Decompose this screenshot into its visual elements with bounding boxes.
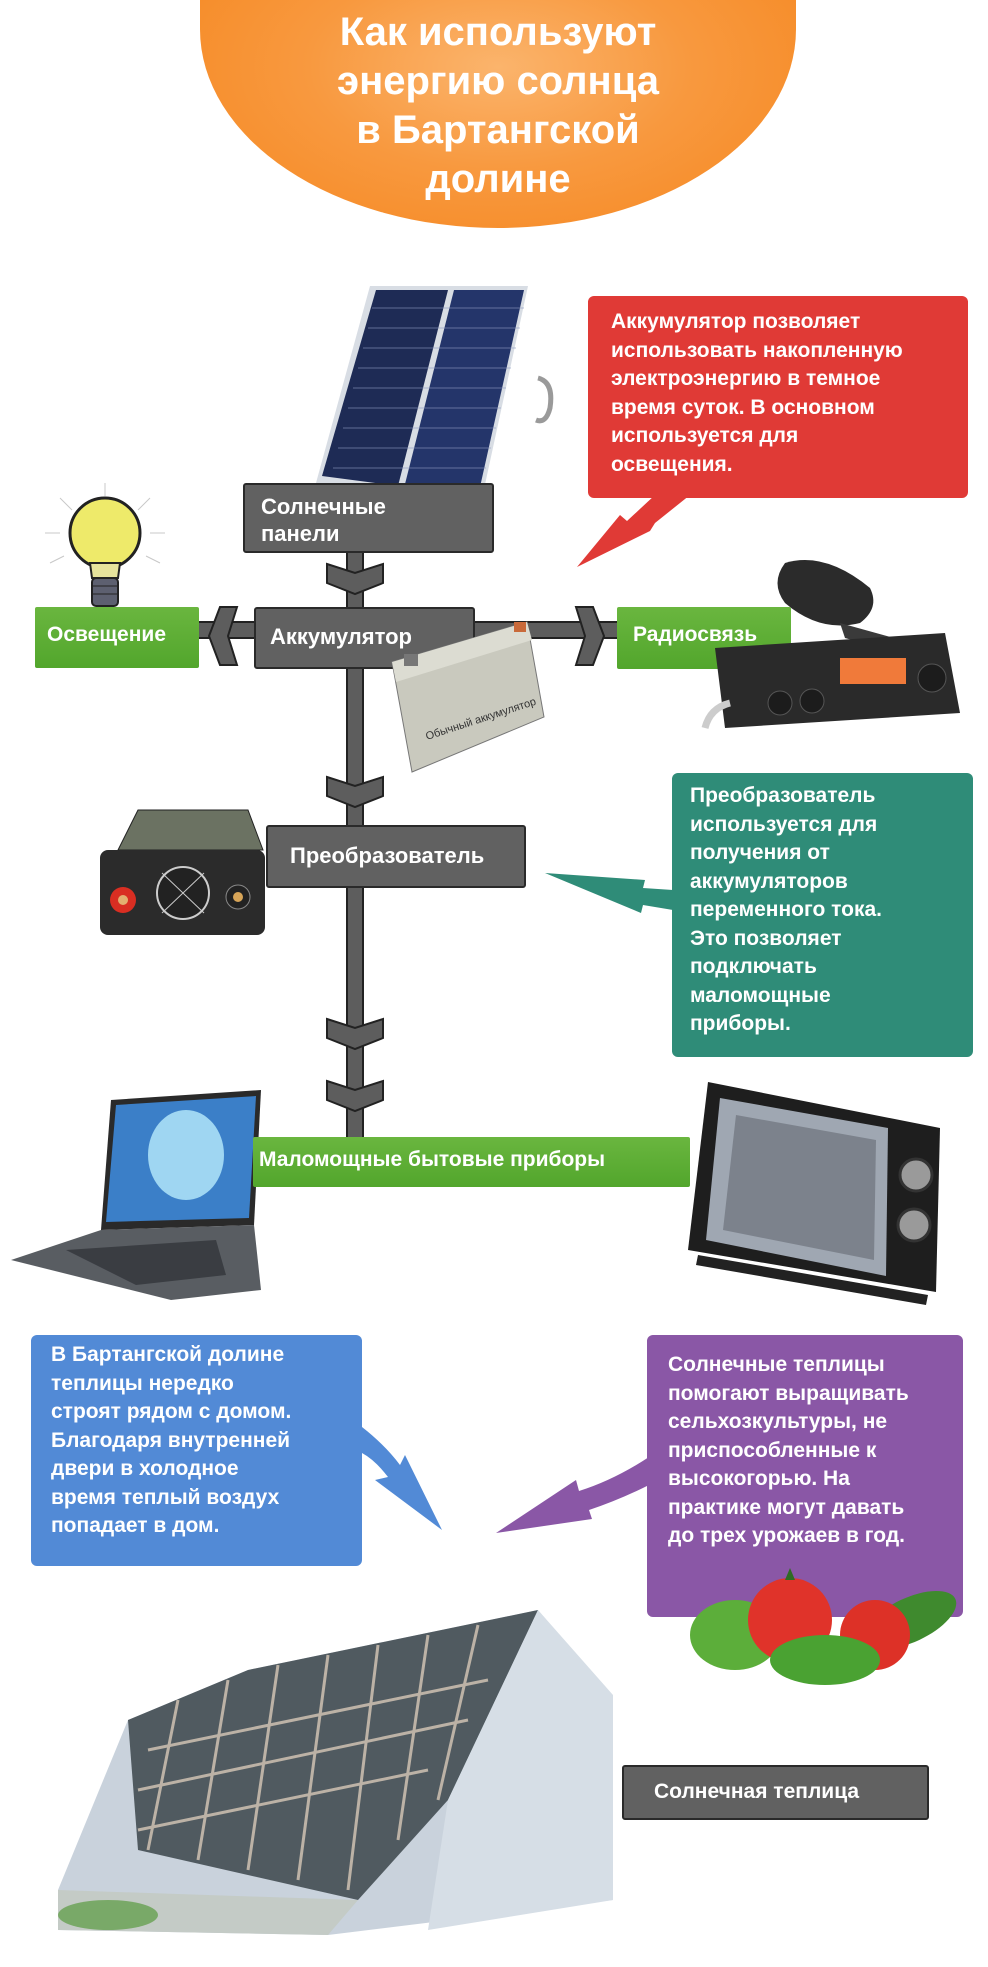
callout-line: время теплый воздух xyxy=(51,1485,280,1509)
laptop-icon xyxy=(11,1090,261,1300)
node-battery: Аккумулятор xyxy=(254,607,475,669)
flow-chevron-icon xyxy=(326,562,384,596)
radio-transceiver-icon xyxy=(701,560,960,730)
title-line: долине xyxy=(425,157,571,201)
callout-line: приспособленные к xyxy=(668,1438,877,1462)
callout-line: использовать накопленную xyxy=(611,338,903,362)
node-radio-label: Радиосвязь xyxy=(633,623,758,646)
node-inverter-label: Преобразователь xyxy=(290,843,485,868)
callout-line: переменного тока. xyxy=(690,898,882,921)
title-line: энергию солнца xyxy=(336,59,660,103)
node-lighting: Освещение xyxy=(35,607,199,668)
callout-line: время суток. В основном xyxy=(611,395,875,419)
flow-chevron-right-icon xyxy=(574,606,606,666)
node-inverter: Преобразователь xyxy=(266,825,526,888)
flow-chevron-icon xyxy=(326,775,384,809)
flow-chevron-left-icon xyxy=(207,606,239,666)
callout-line: помогают выращивать xyxy=(668,1381,909,1405)
callout-line: строят рядом с домом. xyxy=(51,1400,292,1423)
callout-line: маломощные xyxy=(690,983,831,1007)
callout-line: сельхозкультуры, не xyxy=(668,1410,888,1433)
callout-arrow-icon xyxy=(362,1427,442,1530)
callout-inverter: Преобразователь используется для получен… xyxy=(672,773,973,1057)
callout-line: попадает в дом. xyxy=(51,1514,220,1537)
page-title: Как используют энергию солнца в Бартангс… xyxy=(200,8,796,204)
node-solar-panels-label: Солнечные xyxy=(261,494,386,519)
vegetables-icon xyxy=(690,1568,957,1685)
solar-panel-icon xyxy=(316,286,554,503)
callout-line: Благодаря внутренней xyxy=(51,1428,291,1452)
node-lighting-label: Освещение xyxy=(47,623,166,646)
callout-line: получения от xyxy=(690,841,830,864)
title-line: в Бартангской xyxy=(356,108,640,152)
callout-greenhouse-crops: Солнечные теплицы помогают выращивать се… xyxy=(647,1335,963,1617)
flow-chevron-icon xyxy=(326,1017,384,1051)
callout-line: до трех урожаев в год. xyxy=(668,1524,905,1547)
callout-line: В Бартангской долине xyxy=(51,1343,285,1366)
callout-line: электроэнергию в темное xyxy=(611,367,881,390)
callout-arrow-icon xyxy=(577,495,690,567)
callout-line: используется для xyxy=(611,424,799,447)
battery-icon: Обычный аккумулятор xyxy=(391,621,545,773)
callout-arrow-icon xyxy=(545,873,673,913)
light-bulb-icon xyxy=(45,483,165,607)
callout-line: используется для xyxy=(690,812,878,836)
node-greenhouse: Солнечная теплица xyxy=(622,1765,929,1820)
callout-line: Аккумулятор позволяет xyxy=(611,310,861,333)
callout-line: высокогорью. На xyxy=(668,1467,850,1490)
callout-battery: Аккумулятор позволяет использовать накоп… xyxy=(588,296,968,498)
node-appliances-label: Маломощные бытовые приборы xyxy=(259,1148,606,1171)
callout-line: двери в холодное xyxy=(51,1457,239,1480)
node-appliances: Маломощные бытовые приборы xyxy=(253,1137,690,1187)
callout-line: Солнечные теплицы xyxy=(668,1353,885,1376)
callout-line: приборы. xyxy=(690,1012,791,1035)
callout-line: практике могут давать xyxy=(668,1495,905,1519)
title-line: Как используют xyxy=(339,10,657,54)
callout-line: теплицы нередко xyxy=(51,1371,234,1395)
node-greenhouse-label: Солнечная теплица xyxy=(654,1780,860,1803)
callout-line: аккумуляторов xyxy=(690,869,848,893)
node-solar-panels-label: панели xyxy=(261,521,340,546)
television-icon xyxy=(688,1082,940,1305)
node-battery-label: Аккумулятор xyxy=(270,624,412,649)
greenhouse-icon xyxy=(58,1610,613,1935)
flow-chevron-icon xyxy=(326,1079,384,1113)
callout-line: Преобразователь xyxy=(690,784,876,807)
node-solar-panels: Солнечные панели xyxy=(243,483,494,553)
inverter-icon xyxy=(100,809,265,935)
callout-greenhouse-house: В Бартангской долине теплицы нередко стр… xyxy=(31,1335,362,1566)
callout-line: Это позволяет xyxy=(690,926,842,950)
callout-line: подключать xyxy=(690,955,817,978)
callout-arrow-icon xyxy=(496,1457,649,1533)
callout-line: освещения. xyxy=(611,452,733,476)
